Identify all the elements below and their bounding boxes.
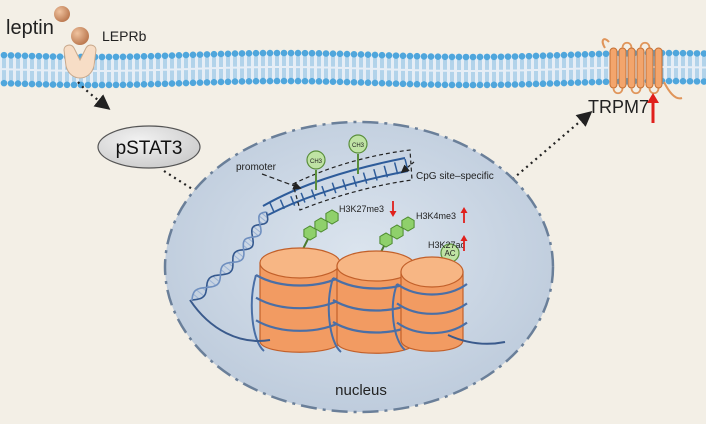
cpg-pointer — [400, 161, 415, 174]
leptin-receptor-group: leptin LEPRb — [6, 6, 147, 79]
leptin-label: leptin — [6, 17, 54, 39]
mark2-label: H3K4me3 — [416, 211, 456, 221]
cell-membrane — [0, 49, 706, 89]
dna-linker-right — [447, 334, 506, 345]
cpg-dashed-box — [292, 149, 413, 211]
nucleosome — [391, 256, 468, 352]
cpg-label: CpG site–specific — [416, 171, 494, 182]
mark2-up-arrow — [460, 207, 468, 223]
nucleus-label: nucleus — [335, 382, 387, 399]
promoter-label: promoter — [236, 162, 277, 173]
pstat3-label: pSTAT3 — [116, 138, 183, 159]
mark3-up-arrow — [460, 235, 468, 251]
trpm7-channel: TRPM7 — [588, 38, 683, 123]
leprb-receptor — [63, 44, 97, 79]
trpm7-label: TRPM7 — [588, 97, 649, 117]
dna-helix — [191, 211, 269, 301]
leprb-label: LEPRb — [102, 28, 147, 44]
methyl-group-2: CH3 — [348, 134, 368, 174]
ac-label: AC — [444, 249, 455, 258]
ch3-label-1: CH3 — [310, 159, 323, 165]
pstat3-node: pSTAT3 — [97, 125, 201, 169]
mark1-down-arrow — [389, 201, 397, 217]
promoter-pointer — [261, 173, 302, 190]
nucleosomes — [250, 247, 468, 354]
mark3-label: H3K27ac — [428, 240, 466, 250]
trpm7-up-arrow — [647, 93, 659, 123]
dna-linker-left — [189, 299, 271, 342]
mark1-label: H3K27me3 — [339, 204, 384, 214]
ch3-label-2: CH3 — [352, 143, 365, 149]
histone-mark-chain-1 — [299, 209, 339, 256]
nucleosome — [250, 247, 345, 353]
leptin-molecule-1 — [54, 6, 70, 22]
methyl-group-1: CH3 — [306, 150, 326, 190]
leptin-molecule-2 — [71, 27, 89, 45]
